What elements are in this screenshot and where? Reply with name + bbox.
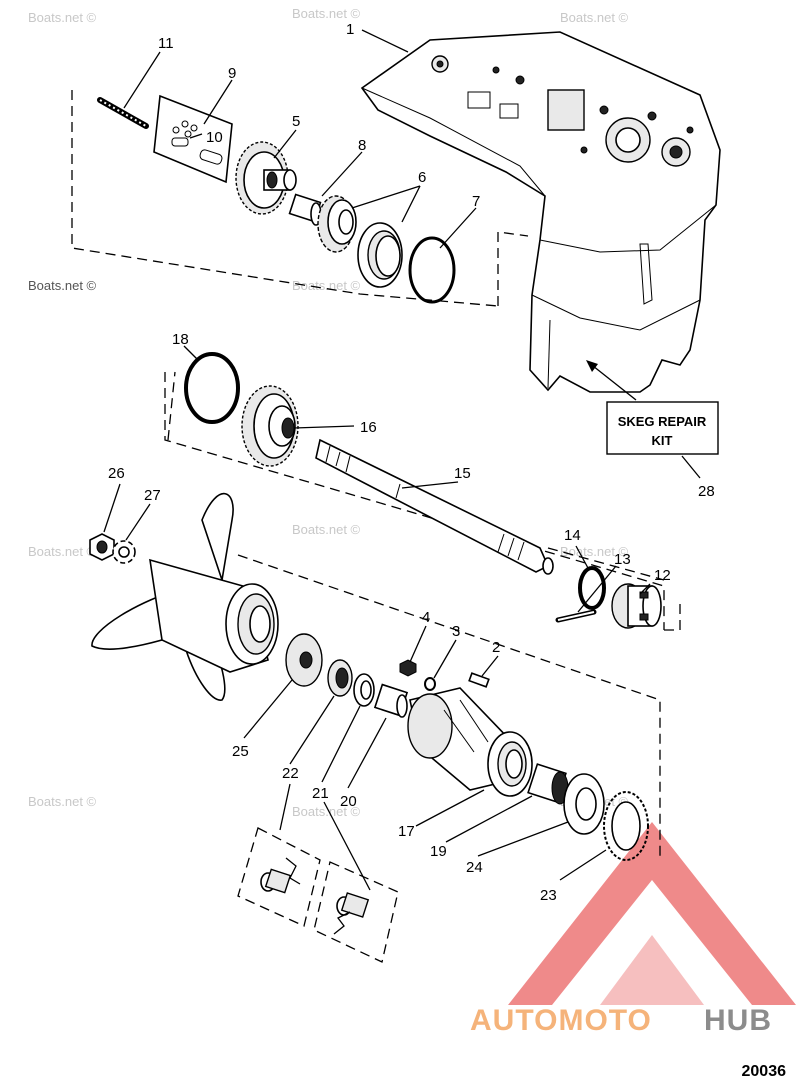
part-3-washer [424,677,436,691]
part-19-roller-bearing [527,763,569,805]
callout-14: 14 [564,527,581,544]
propeller [91,492,279,701]
watermark-11: Boats.net © [292,804,361,819]
logo-text-automoto: AUTOMOTO [470,1004,652,1037]
callout-21: 21 [312,785,329,802]
part-9-decal-set [153,94,233,184]
callout-1: 1 [346,21,354,38]
assembly-dashed-lines [71,90,681,860]
part-1-gearcase-housing [360,31,721,393]
callout-25: 25 [232,743,249,760]
figure-number: 20036 [742,1063,787,1080]
callout-9: 9 [228,65,236,82]
part-5-pinion-gear [235,141,297,215]
part-12-clutch [611,583,662,629]
callout-20: 20 [340,793,357,810]
callout-16: 16 [360,419,377,436]
callout-26: 26 [108,465,125,482]
part-26-prop-nut [89,533,115,561]
part-6-tapered-bearing [317,195,403,288]
seal-detail-box-left [237,827,321,927]
watermark-3: Boats.net © [560,10,629,25]
part-21-oil-seal [353,673,375,707]
logo-triangle-mark [508,822,796,1005]
callout-12: 12 [654,567,671,584]
part-24-thrust-washer [563,773,605,835]
part-11-roll-pin [97,97,149,129]
callout-7: 7 [472,193,480,210]
callout-15: 15 [454,465,471,482]
watermark-1: Boats.net © [28,10,97,25]
callout-8: 8 [358,137,366,154]
callout-24: 24 [466,859,483,876]
part-27-tab-washer [112,540,136,564]
callout-23: 23 [540,887,557,904]
callout-22: 22 [282,765,299,782]
watermark-5: Boats.net © [292,278,361,293]
callout-13: 13 [614,551,631,568]
part-2-stud [468,672,490,688]
part-8-bushing [288,193,322,226]
part-23-thrust-bearing [603,791,649,861]
watermark-8: Boats.net © [292,522,361,537]
leader-lines [103,29,651,891]
callout-27: 27 [144,487,161,504]
callout-28: 28 [698,483,715,500]
part-13-cross-pin [555,609,597,623]
callout-11: 11 [158,35,174,52]
callout-17: 17 [398,823,415,840]
watermark-4: Boats.net © [28,278,97,293]
part-22-oil-seal [327,659,353,697]
part-16-forward-gear [241,385,299,467]
callout-5: 5 [292,113,300,130]
callout-10: 10 [206,129,223,146]
part-18-o-ring [184,352,240,424]
watermark-10: Boats.net © [28,794,97,809]
part-17-bearing-carrier [407,687,533,797]
part-7-o-ring [408,236,456,304]
part-14-thrust-ring [578,566,606,610]
skeg-box-line1: SKEG REPAIR [618,414,707,429]
watermark-2: Boats.net © [292,6,361,21]
callout-3: 3 [452,623,460,640]
callout-6: 6 [418,169,426,186]
seal-detail-box-right [313,861,399,963]
watermark-7: Boats.net © [28,544,97,559]
part-15-propeller-shaft [315,438,554,575]
part-25-thrust-hub [285,633,323,687]
callout-2: 2 [492,639,500,656]
logo-text-hub: HUB [704,1004,772,1037]
automotohub-logo: AUTOMOTO HUB [470,822,796,1037]
callout-numbers: 1 2 3 4 5 6 7 8 9 10 11 12 13 14 15 16 1… [108,21,715,904]
callout-19: 19 [430,843,447,860]
skeg-repair-kit-callout: SKEG REPAIR KIT [586,360,719,479]
skeg-box-line2: KIT [652,433,673,448]
callout-4: 4 [422,609,430,626]
callout-18: 18 [172,331,189,348]
part-20-needle-bearing [373,683,409,718]
part-4-nut [399,659,417,677]
